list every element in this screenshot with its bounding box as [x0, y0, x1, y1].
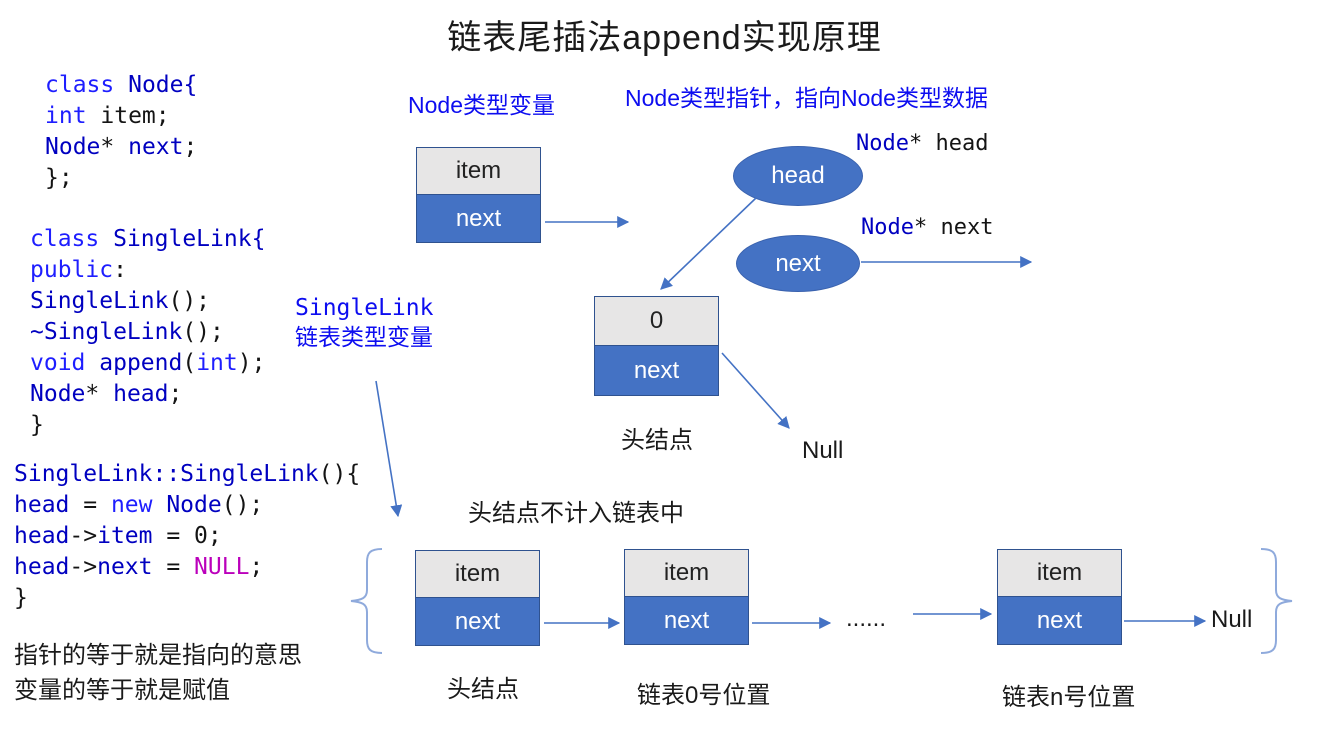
list-node-next-cell: next — [415, 598, 540, 646]
label-null-bottom: Null — [1211, 606, 1253, 633]
head-node-item-label: 0 — [649, 307, 664, 334]
next-pointer-ellipse: next — [736, 235, 860, 292]
label-node-next-rest: * next — [913, 215, 994, 240]
label-node-head-rest: * head — [908, 131, 989, 156]
list-node-item-cell: item — [997, 549, 1122, 597]
page-title: 链表尾插法append实现原理 — [447, 19, 882, 57]
arrow-headnode-to-null — [721, 352, 790, 429]
label-node-head-type: Node — [856, 131, 909, 156]
node-box-template: item next — [416, 147, 541, 243]
node-next-cell: next — [416, 195, 541, 243]
head-node-next-label: next — [633, 356, 680, 384]
label-position-n: 链表n号位置 — [1002, 684, 1136, 711]
head-pointer-label: head — [771, 162, 825, 189]
head-node-item-cell: 0 — [594, 296, 719, 346]
pointer-note: 指针的等于就是指向的意思 变量的等于就是赋值 — [14, 638, 302, 708]
pointer-note-line1: 指针的等于就是指向的意思 — [14, 642, 302, 669]
label-singlelink-line1: SingleLink — [295, 295, 434, 321]
head-node-next-cell: next — [594, 346, 719, 396]
label-node-next-type: Node — [861, 215, 914, 240]
list-node-head: item next — [415, 550, 540, 646]
code-block-singlelink-class: class SingleLink{public:SingleLink();~Si… — [30, 226, 266, 438]
label-node-next-decl: Node* next — [861, 215, 993, 240]
list-node-next-label: next — [454, 607, 501, 635]
list-node-n: item next — [997, 549, 1122, 645]
list-node-item-label: item — [663, 559, 710, 586]
list-node-item-cell: item — [415, 550, 540, 598]
label-head-node-mid: 头结点 — [621, 427, 693, 454]
pointer-note-line2: 变量的等于就是赋值 — [14, 677, 230, 704]
list-node-next-label: next — [663, 606, 710, 634]
list-node-next-cell: next — [624, 597, 749, 645]
code-block-node-class: class Node{int item;Node* next;}; — [45, 72, 198, 191]
list-node-item-label: item — [1036, 559, 1083, 586]
label-singlelink-line2: 链表类型变量 — [295, 324, 433, 350]
label-null-top: Null — [802, 437, 844, 464]
list-node-next-cell: next — [997, 597, 1122, 645]
next-pointer-label: next — [775, 249, 821, 277]
list-node-next-label: next — [1036, 606, 1083, 634]
label-singlelink-variable: SingleLink 链表类型变量 — [295, 294, 433, 352]
list-node-item-cell: item — [624, 549, 749, 597]
label-head-note: 头结点不计入链表中 — [468, 500, 684, 527]
list-node-0: item next — [624, 549, 749, 645]
label-ellipsis-dots: ...... — [846, 605, 887, 632]
label-node-variable: Node类型变量 — [408, 92, 555, 118]
node-item-label: item — [455, 157, 502, 184]
head-node-box: 0 next — [594, 296, 719, 396]
node-next-label: next — [455, 204, 502, 232]
label-node-head-decl: Node* head — [856, 131, 988, 156]
node-item-cell: item — [416, 147, 541, 195]
head-pointer-ellipse: head — [733, 146, 863, 206]
label-head-node-bottom: 头结点 — [447, 676, 519, 703]
arrow-singlelink-to-list — [375, 380, 403, 518]
label-node-pointer: Node类型指针，指向Node类型数据 — [625, 85, 988, 111]
code-block-constructor: SingleLink::SingleLink(){head = new Node… — [14, 461, 361, 611]
label-position-0: 链表0号位置 — [637, 682, 771, 709]
list-node-item-label: item — [454, 560, 501, 587]
right-brace — [1260, 548, 1293, 654]
